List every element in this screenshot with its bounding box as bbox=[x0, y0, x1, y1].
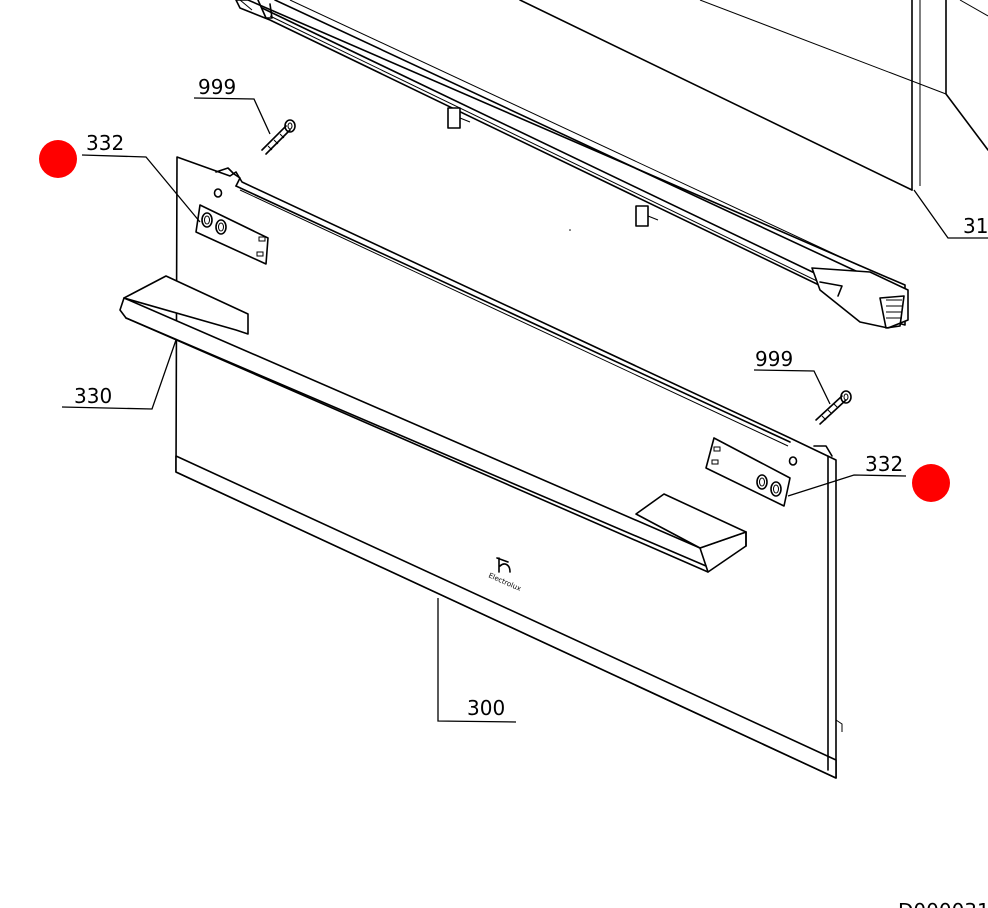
label-hinge-left: 332 bbox=[86, 131, 124, 155]
drawing-id: D0000311 bbox=[898, 899, 988, 908]
label-door-glass: 300 bbox=[467, 696, 505, 720]
leader-lines bbox=[61, 97, 988, 723]
highlight-marker-right bbox=[912, 464, 950, 502]
oven-frame-assembly bbox=[519, 0, 988, 191]
hinge-plate-left bbox=[195, 204, 269, 265]
door-handle bbox=[119, 275, 747, 573]
label-handle: 330 bbox=[74, 384, 112, 408]
top-rail bbox=[235, 0, 909, 329]
label-hinge-right: 332 bbox=[865, 452, 903, 476]
label-frame-partial: 31 bbox=[963, 214, 988, 238]
label-screw-top: 999 bbox=[198, 75, 236, 99]
hinge-plate-right bbox=[705, 437, 791, 507]
highlight-marker-left bbox=[39, 140, 77, 178]
label-screw-right: 999 bbox=[755, 347, 793, 371]
screw-top bbox=[261, 119, 296, 155]
screw-right bbox=[815, 390, 852, 425]
